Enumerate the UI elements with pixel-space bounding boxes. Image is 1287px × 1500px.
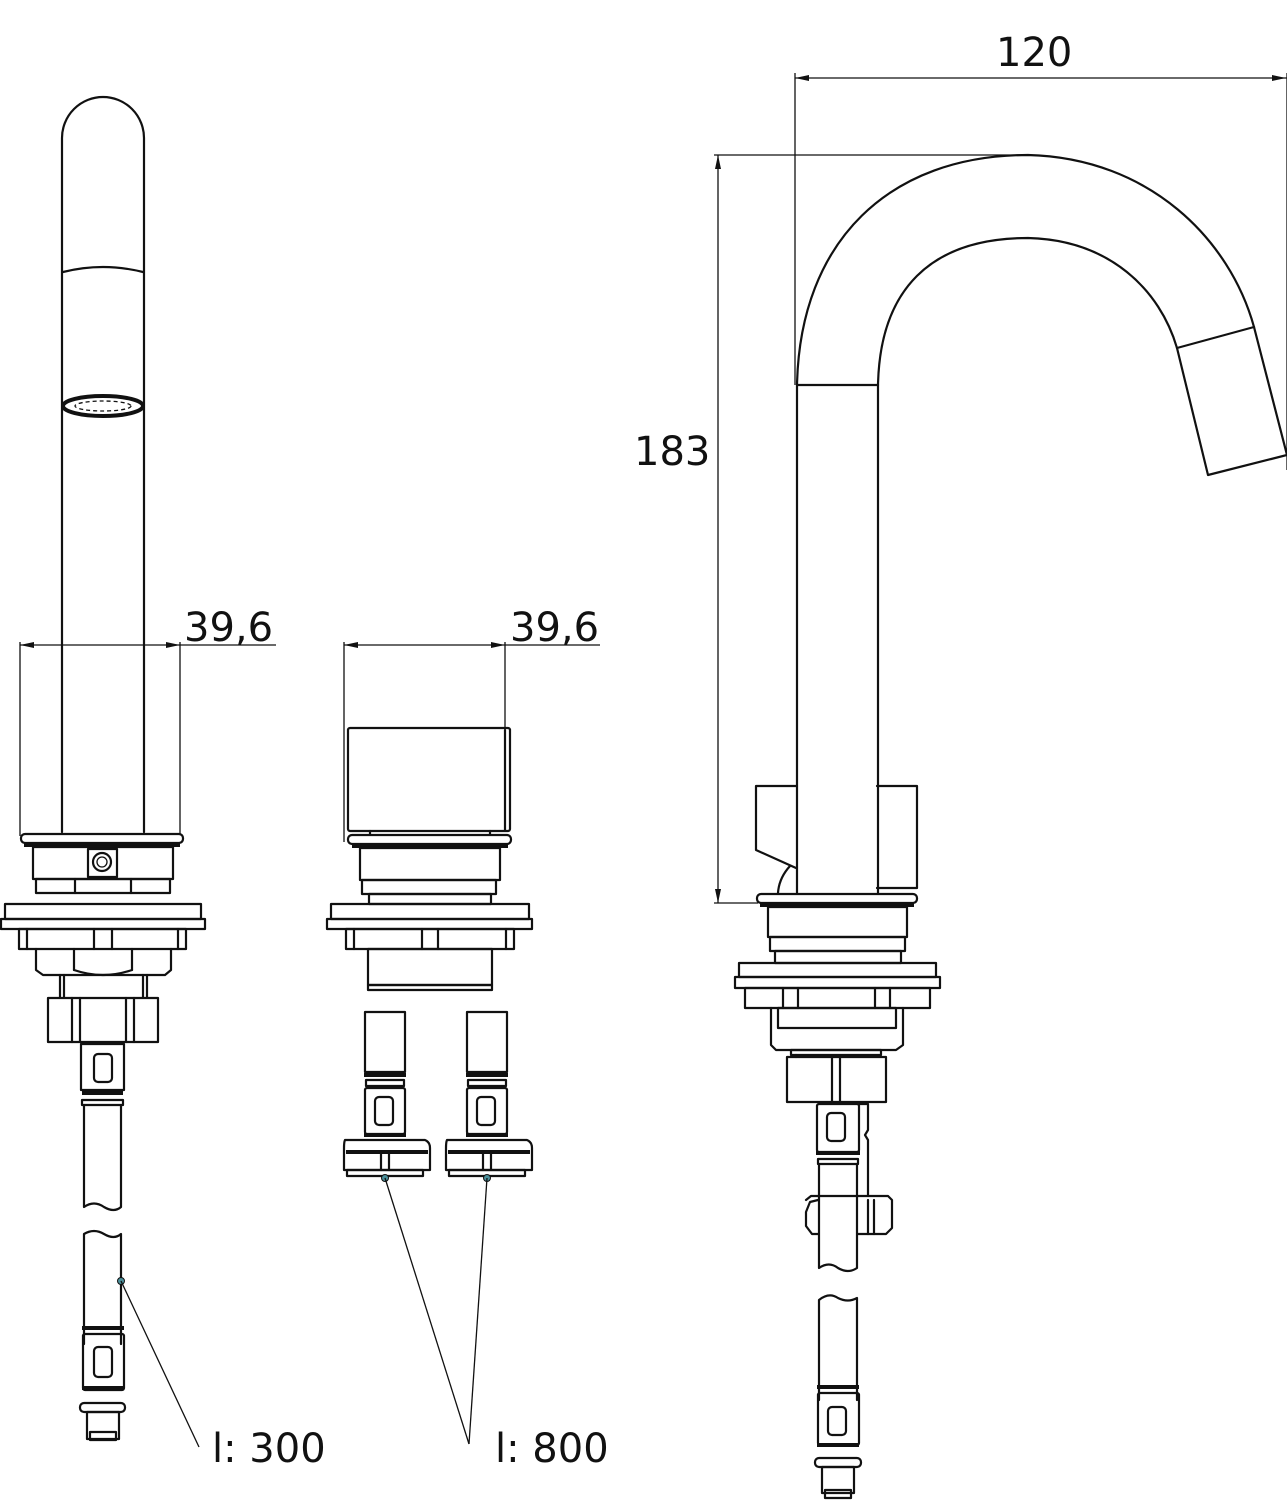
dimension-left-width: 39,6 (184, 605, 273, 651)
dimension-spout-height: 183 (634, 429, 710, 475)
valve-hose-fitting-2 (444, 1010, 534, 1178)
hose-length-label-800: l: 800 (495, 1426, 609, 1472)
handle-valve-view: 39,6 (325, 605, 609, 1472)
gooseneck-spout-view: 120 183 (634, 30, 1287, 1500)
side-spout-view: 39,6 (0, 95, 326, 1472)
valve-hose-fitting-1 (342, 1010, 432, 1178)
dimension-spout-reach: 120 (996, 30, 1072, 76)
dimension-handle-width: 39,6 (510, 605, 599, 651)
hose-length-label-300: l: 300 (212, 1426, 326, 1472)
